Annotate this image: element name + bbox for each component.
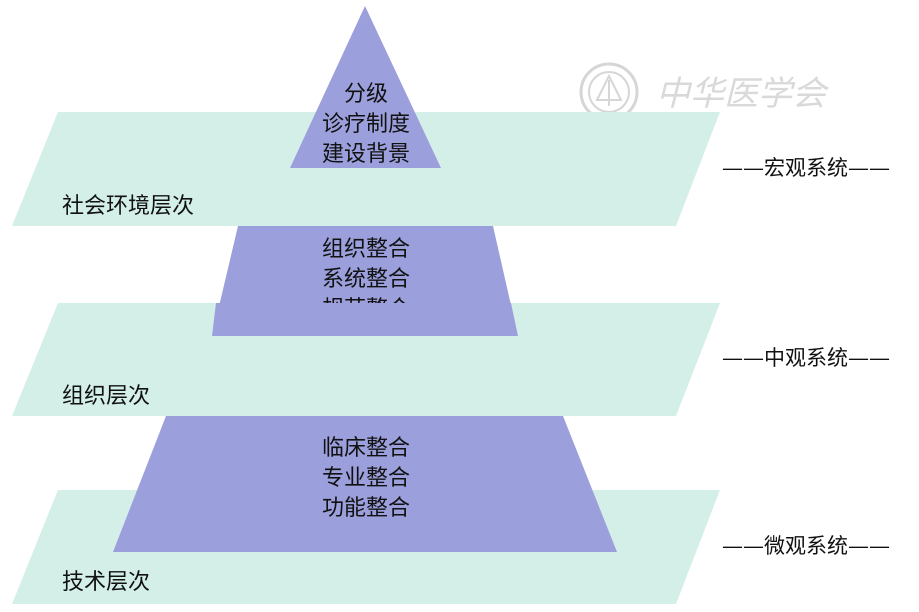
- tier-bottom-line-1: 临床整合: [322, 436, 410, 461]
- pyramid-tier-top: [290, 6, 441, 168]
- tier-bottom-line-3: 功能整合: [322, 496, 410, 521]
- system-label-meso: ——中观系统——: [722, 346, 890, 370]
- watermark-text: 中华医学会: [656, 74, 830, 114]
- pyramid-tier-middle-overlap: [212, 303, 518, 336]
- tier-bottom-line-2: 专业整合: [322, 466, 410, 491]
- tier-top-line-1: 分级: [344, 82, 388, 107]
- layer-band-organization: [12, 303, 720, 416]
- watermark: 中华医学会: [579, 62, 830, 122]
- tier-top-line-3: 建设背景: [322, 142, 410, 167]
- tier-middle-line-1: 组织整合: [322, 237, 410, 262]
- layer-label-social: 社会环境层次: [62, 194, 194, 219]
- society-seal-icon: [579, 62, 639, 122]
- layer-label-technical: 技术层次: [62, 570, 150, 595]
- layer-label-organization: 组织层次: [62, 384, 150, 409]
- system-label-micro: ——微观系统——: [722, 534, 890, 558]
- system-label-macro: ——宏观系统——: [722, 156, 890, 180]
- tier-middle-line-2: 系统整合: [322, 267, 410, 292]
- layer-band-social: [12, 112, 720, 226]
- tier-top-line-2: 诊疗制度: [322, 112, 410, 137]
- pyramid-tier-bottom: [113, 416, 617, 552]
